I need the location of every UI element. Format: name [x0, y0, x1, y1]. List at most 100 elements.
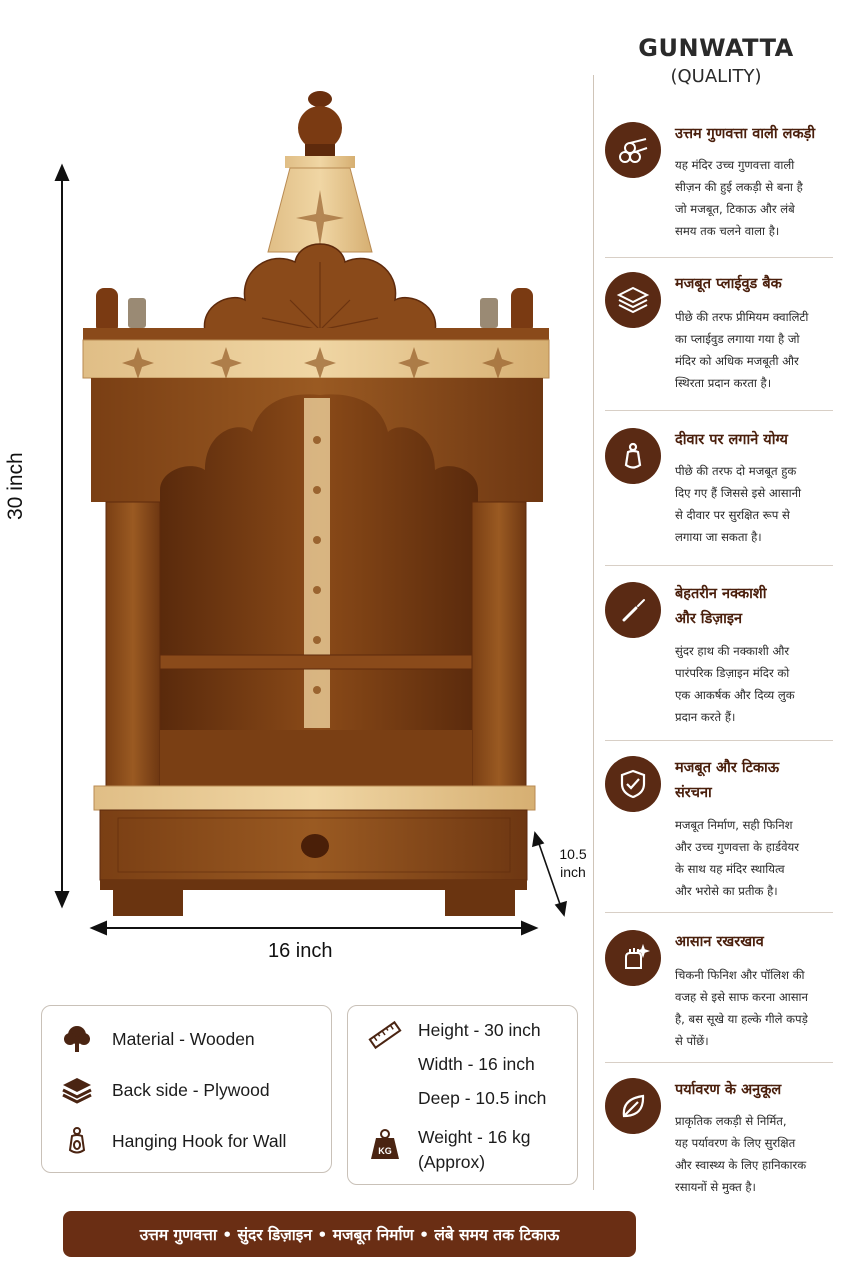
title-line: बेहतरीन नक्काशी: [675, 586, 767, 602]
feature-title: मजबूत प्लाईवुड बैक: [675, 276, 782, 292]
feature-description: पीछे की तरफ दो मजबूत हुक दिए गए हैं जिसस…: [675, 460, 847, 548]
title-line: संरचना: [675, 785, 712, 801]
feature-description: मजबूत निर्माण, सही फिनिश और उच्च गुणवत्त…: [675, 814, 847, 902]
temple-finial: [298, 91, 342, 156]
desc-line: चिकनी फिनिश और पॉलिश की: [675, 968, 805, 982]
feature-description: चिकनी फिनिश और पॉलिश की वजह से इसे साफ क…: [675, 964, 847, 1052]
shield-check-icon: [605, 756, 661, 812]
feature-separator: [605, 740, 833, 741]
feature-title: पर्यावरण के अनुकूल: [675, 1082, 782, 1098]
feature-plywood-back: मजबूत प्लाईवुड बैक पीछे की तरफ प्रीमियम …: [605, 272, 845, 402]
desc-line: है, बस सूखे या हल्के गीले कपड़े: [675, 1012, 808, 1026]
cleaning-hand-icon: [605, 930, 661, 986]
temple-top-band: [82, 328, 550, 379]
desc-line: वजह से इसे साफ करना आसान: [675, 990, 808, 1004]
desc-line: मजबूत निर्माण, सही फिनिश: [675, 818, 793, 832]
spec-weight: Weight - 16 kg: [418, 1127, 531, 1147]
spec-material: Material - Wooden: [60, 1022, 255, 1056]
desc-line: पारंपरिक डिज़ाइन मंदिर को: [675, 666, 790, 680]
desc-line: से पोंछें।: [675, 1034, 709, 1048]
feature-eco-friendly: पर्यावरण के अनुकूल प्राकृतिक लकड़ी से नि…: [605, 1078, 845, 1208]
depth-value: 10.5: [559, 846, 587, 862]
desc-line: प्राकृतिक लकड़ी से निर्मित,: [675, 1114, 787, 1128]
depth-unit: inch: [560, 864, 586, 880]
feature-description: प्राकृतिक लकड़ी से निर्मित, यह पर्यावरण …: [675, 1110, 847, 1198]
height-dimension-arrow: [54, 163, 70, 909]
feature-description: यह मंदिर उच्च गुणवत्ता वाली सीज़न की हुई…: [675, 154, 847, 242]
feature-easy-maintenance: आसान रखरखाव चिकनी फिनिश और पॉलिश की वजह …: [605, 930, 845, 1060]
title-line: और डिज़ाइन: [675, 611, 743, 627]
temple-spire: [267, 156, 373, 253]
spec-deep: Deep - 10.5 inch: [418, 1088, 547, 1108]
desc-line: पीछे की तरफ प्रीमियम क्वालिटी: [675, 310, 809, 324]
feature-title: मजबूत और टिकाऊ संरचना: [675, 756, 847, 806]
bottom-banner: उत्तम गुणवत्ता • सुंदर डिज़ाइन • मजबूत न…: [63, 1211, 636, 1257]
feature-wood-quality: उत्तम गुणवत्ता वाली लकड़ी यह मंदिर उच्च …: [605, 122, 845, 252]
desc-line: से दीवार पर सुरक्षित रूप से: [675, 508, 790, 522]
feature-separator: [605, 410, 833, 411]
feature-carving-design: बेहतरीन नक्काशी और डिज़ाइन सुंदर हाथ की …: [605, 582, 845, 732]
desc-line: और भरोसे का प्रतीक है।: [675, 884, 778, 898]
feature-description: सुंदर हाथ की नक्काशी और पारंपरिक डिज़ाइन…: [675, 640, 847, 728]
depth-dimension-arrow: [532, 831, 567, 917]
spec-width: Width - 16 inch: [418, 1054, 535, 1074]
desc-line: और स्वास्थ्य के लिए हानिकारक: [675, 1158, 807, 1172]
spec-text: Hanging Hook for Wall: [112, 1130, 287, 1151]
depth-dimension-label: 10.5 inch: [553, 845, 593, 881]
desc-line: दिए गए हैं जिससे इसे आसानी: [675, 486, 802, 500]
ruler-icon: [368, 1018, 402, 1056]
feature-title: दीवार पर लगाने योग्य: [675, 432, 788, 448]
desc-line: सुंदर हाथ की नक्काशी और: [675, 644, 790, 658]
title-line: मजबूत और टिकाऊ: [675, 760, 780, 776]
drawer-knob: [301, 834, 329, 858]
wood-logs-icon: [605, 122, 661, 178]
column-divider: [593, 75, 594, 1190]
desc-line: यह मंदिर उच्च गुणवत्ता वाली: [675, 158, 795, 172]
feature-durable-structure: मजबूत और टिकाऊ संरचना मजबूत निर्माण, सही…: [605, 756, 845, 906]
feature-separator: [605, 565, 833, 566]
eco-leaf-icon: [605, 1078, 661, 1134]
feature-wall-mountable: दीवार पर लगाने योग्य पीछे की तरफ दो मजबू…: [605, 428, 845, 558]
dimension-specs-box: Height - 30 inch Width - 16 inch Deep - …: [347, 1005, 578, 1185]
layers-icon: [60, 1073, 94, 1107]
spec-hanging-hook: Hanging Hook for Wall: [60, 1124, 286, 1158]
feature-title: बेहतरीन नक्काशी और डिज़ाइन: [675, 582, 847, 632]
desc-line: और उच्च गुणवत्ता के हार्डवेयर: [675, 840, 799, 854]
spec-text: Back side - Plywood: [112, 1079, 270, 1100]
feature-description: पीछे की तरफ प्रीमियम क्वालिटी का प्लाईवु…: [675, 306, 847, 394]
brand-heading: GUNWATTA (QUALITY): [600, 34, 832, 87]
tree-icon: [60, 1022, 94, 1056]
desc-line: स्थिरता प्रदान करता है।: [675, 376, 772, 390]
feature-separator: [605, 912, 833, 913]
temple-product-image: [54, 91, 567, 936]
feature-separator: [605, 257, 833, 258]
width-dimension-arrow: [89, 920, 539, 936]
feature-separator: [605, 1062, 833, 1063]
desc-line: का प्लाईवुड लगाया गया है जो: [675, 332, 800, 346]
carving-chisel-icon: [605, 582, 661, 638]
height-dimension-label: 30 inch: [4, 452, 27, 520]
desc-line: मंदिर को अधिक मजबूती और: [675, 354, 799, 368]
spec-weight-note: (Approx): [418, 1152, 486, 1172]
desc-line: लगाया जा सकता है।: [675, 530, 762, 544]
desc-line: एक आकर्षक और दिव्य लुक: [675, 688, 795, 702]
desc-line: के साथ यह मंदिर स्थायित्व: [675, 862, 785, 876]
weight-kg-icon: KG: [368, 1128, 402, 1162]
material-specs-box: Material - Wooden Back side - Plywood Ha…: [41, 1005, 332, 1173]
desc-line: यह पर्यावरण के लिए सुरक्षित: [675, 1136, 796, 1150]
temple-body: [91, 378, 543, 916]
width-dimension-label: 16 inch: [268, 940, 333, 962]
spec-back-side: Back side - Plywood: [60, 1073, 270, 1107]
desc-line: पीछे की तरफ दो मजबूत हुक: [675, 464, 797, 478]
desc-line: प्रदान करते हैं।: [675, 710, 736, 724]
spec-text: Material - Wooden: [112, 1028, 255, 1049]
banner-text: उत्तम गुणवत्ता • सुंदर डिज़ाइन • मजबूत न…: [139, 1226, 560, 1244]
plywood-layers-icon: [605, 272, 661, 328]
spec-height: Height - 30 inch: [418, 1020, 541, 1040]
feature-title: उत्तम गुणवत्ता वाली लकड़ी: [675, 126, 816, 142]
temple-crown: [96, 243, 533, 334]
weight-icon-label: KG: [378, 1146, 392, 1156]
wall-hook-icon: [605, 428, 661, 484]
brand-title: GUNWATTA: [638, 34, 794, 62]
desc-line: सीज़न की हुई लकड़ी से बना है: [675, 180, 803, 194]
